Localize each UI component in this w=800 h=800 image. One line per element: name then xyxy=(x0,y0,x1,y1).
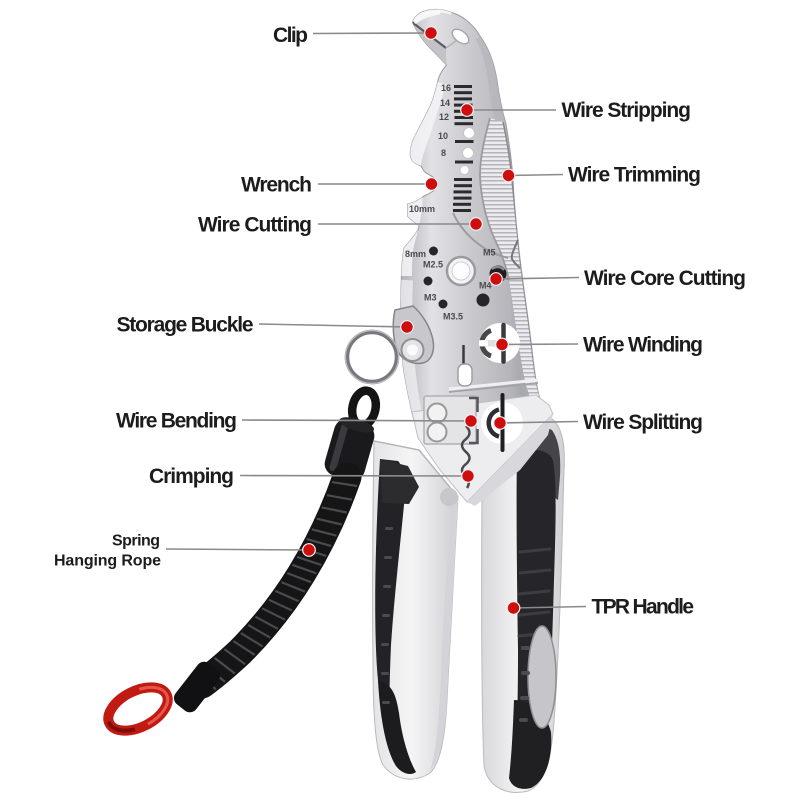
svg-text:10mm: 10mm xyxy=(409,204,435,214)
svg-text:M4: M4 xyxy=(479,281,492,291)
svg-text:Wire Winding: Wire Winding xyxy=(583,334,703,357)
svg-text:8mm: 8mm xyxy=(405,249,426,259)
svg-text:Wire Stripping: Wire Stripping xyxy=(562,99,692,122)
svg-text:Wrench: Wrench xyxy=(241,174,312,197)
svg-text:Wire Cutting: Wire Cutting xyxy=(198,214,312,237)
svg-text:Spring: Spring xyxy=(112,533,160,550)
svg-text:M5: M5 xyxy=(483,248,496,258)
svg-text:10: 10 xyxy=(438,131,448,141)
svg-text:Crimping: Crimping xyxy=(149,465,234,488)
svg-text:M3.5: M3.5 xyxy=(443,312,463,322)
svg-text:Wire Splitting: Wire Splitting xyxy=(583,411,703,434)
svg-text:Wire Core Cutting: Wire Core Cutting xyxy=(584,267,746,290)
svg-text:Hanging Rope: Hanging Rope xyxy=(54,553,161,570)
svg-text:16: 16 xyxy=(441,83,451,93)
svg-text:Wire Bending: Wire Bending xyxy=(116,410,237,433)
svg-text:Storage Buckle: Storage Buckle xyxy=(117,314,254,337)
svg-text:Wire Trimming: Wire Trimming xyxy=(568,164,701,187)
svg-text:14: 14 xyxy=(440,98,450,108)
svg-text:8: 8 xyxy=(441,148,446,158)
svg-text:M3: M3 xyxy=(424,293,437,303)
svg-text:TPR Handle: TPR Handle xyxy=(592,596,695,619)
svg-text:Clip: Clip xyxy=(273,24,308,47)
svg-text:M2.5: M2.5 xyxy=(423,260,443,270)
svg-text:12: 12 xyxy=(439,112,449,122)
